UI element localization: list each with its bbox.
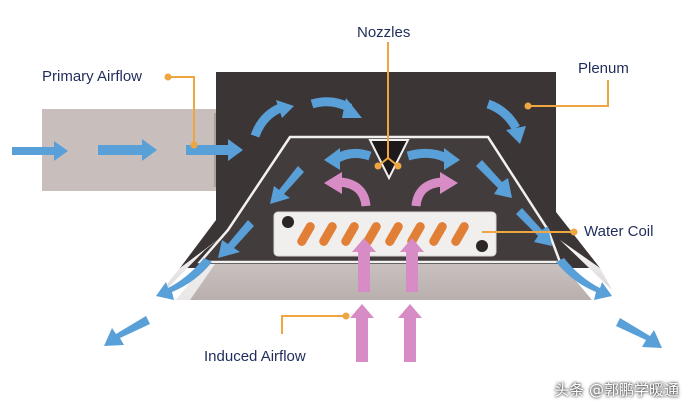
pink-arrow-chamber-right [400,238,424,292]
primary-airflow-arrows [12,139,243,161]
ceiling-panel-edge [176,264,215,300]
leader-dot [374,162,382,170]
coil-tubes [297,222,469,246]
leader-dot [190,141,198,149]
blue-arrow-right-down-1 [476,160,512,198]
coil-tube [341,222,359,246]
pink-arrow-chamber-left [352,238,376,292]
arrowhead [324,148,340,170]
plenum-flow-arrows [250,97,520,163]
blue-arrow-plenum-right-down [486,99,520,131]
leader-primary-airflow [168,76,195,145]
pink-arrow-curve-left [339,177,371,207]
coil-tube [297,222,315,246]
coil-mount-left [282,216,294,228]
induced-airflow-arrows [350,238,424,362]
blue-arrow-outlet-curve-left [156,258,212,300]
pink-arrow-room-left [350,304,374,362]
label-nozzles: Nozzles [357,24,411,41]
blue-arrow-right-down-2 [516,208,552,246]
arrowhead [506,126,526,144]
coil-tube [319,222,337,246]
coil-tube [429,222,447,246]
housing-outer-lip-right [560,240,612,290]
label-plenum: Plenum [578,60,629,77]
blue-arrow-outlet-left [104,316,150,346]
label-induced-airflow: Induced Airflow [204,348,306,365]
ceiling-panel [176,264,592,300]
coil-tube [363,222,381,246]
coil-tube [451,222,469,246]
induced-curve-arrowheads [324,172,458,194]
blue-arrow-outlet-right [616,318,662,348]
blue-arrow-left-down-2 [218,220,254,258]
leader-dot [570,228,578,236]
leader-dot [524,102,532,110]
blue-arrow-inlet-3 [186,139,243,161]
discharge-arrows [104,160,662,348]
pink-arrow-room-right [398,304,422,362]
pink-arrow-curve-right [411,177,443,207]
blue-arrow-left-down-1 [270,166,304,204]
blue-arrow-inlet-1 [12,141,68,161]
arrowhead [276,100,294,118]
induced-curve-arrows [339,177,443,207]
arrowhead [324,172,342,194]
coil-mount-right [476,240,488,252]
label-water-coil: Water Coil [584,223,654,240]
arrowhead [444,148,460,170]
blue-arrow-nozzle-right [406,148,449,163]
blue-arrow-plenum-rise [250,103,282,138]
arrowhead [440,172,458,194]
leader-induced-airflow [281,315,346,334]
leader-lines [168,42,609,334]
coil-tube [385,222,403,246]
watermark: 头条 @郭鹏学暖通 [554,381,679,399]
leader-plenum [528,80,609,107]
blue-arrow-nozzle-left [335,148,372,163]
leader-dot [394,162,402,170]
blue-arrow-outlet-curve-right [556,258,612,300]
plenum-arrowheads [276,98,526,170]
leader-dot [164,73,172,81]
label-primary-airflow: Primary Airflow [42,68,143,85]
leader-dot [342,312,350,320]
arrowhead [342,98,362,118]
leader-dots [164,73,578,320]
blue-arrow-inlet-2 [98,139,157,161]
